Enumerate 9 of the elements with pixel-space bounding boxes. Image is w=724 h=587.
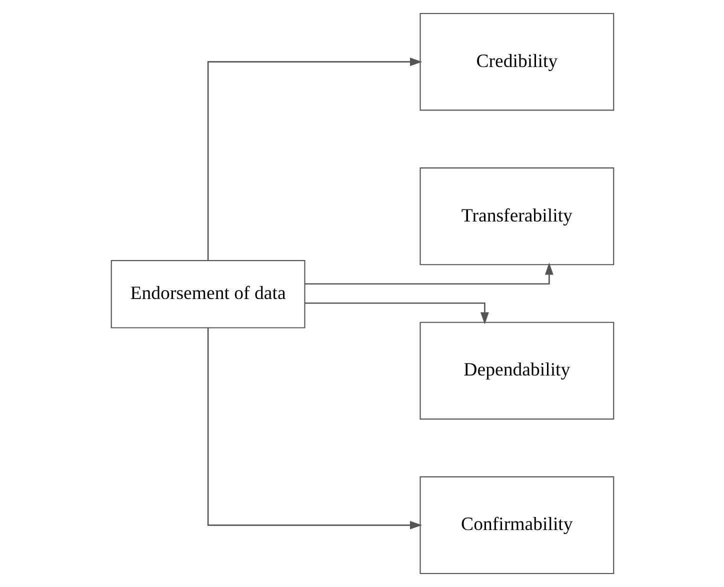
node-box: Credibility bbox=[419, 12, 614, 111]
node-box: Endorsement of data bbox=[110, 260, 305, 328]
arrow bbox=[206, 328, 422, 530]
arrow bbox=[206, 58, 422, 260]
node-box: Transferability bbox=[419, 167, 614, 266]
arrow bbox=[304, 262, 553, 285]
node-box: Dependability bbox=[419, 322, 614, 420]
node-box: Confirmability bbox=[419, 476, 614, 574]
arrow bbox=[304, 302, 488, 324]
